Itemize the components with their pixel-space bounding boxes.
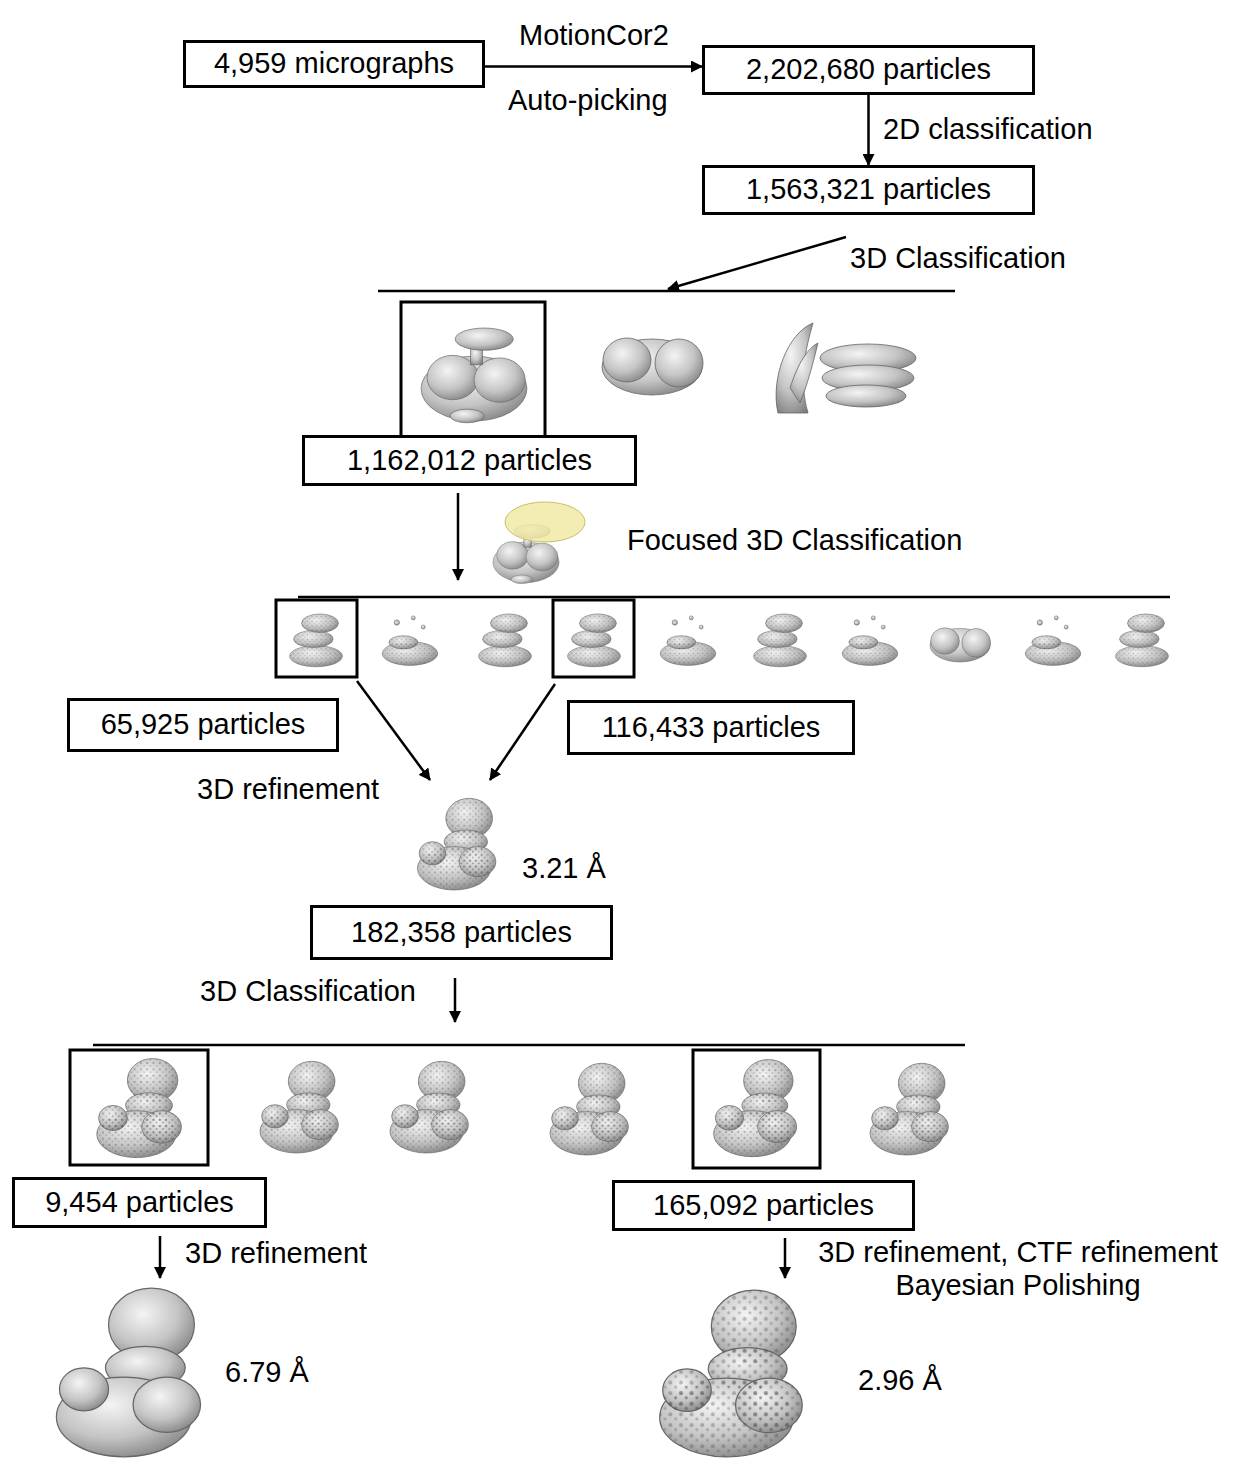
- step-label: 3D refinement, CTF refinement Bayesian P…: [800, 1236, 1236, 1303]
- selection-box: [401, 302, 545, 455]
- process-box: 4,959 micrographs: [183, 40, 485, 88]
- class-bar: [298, 596, 1170, 599]
- class-thumbnail: [1025, 616, 1080, 666]
- process-box: 182,358 particles: [310, 905, 613, 960]
- process-box: 1,563,321 particles: [702, 165, 1035, 215]
- density-map: [776, 323, 916, 413]
- flow-arrow: [485, 65, 702, 68]
- process-box: 1,162,012 particles: [302, 435, 637, 486]
- class-thumbnail: [479, 614, 532, 667]
- step-label: 3D Classification: [200, 975, 416, 1008]
- flow-arrow: [784, 1238, 787, 1278]
- process-box: 2,202,680 particles: [702, 45, 1035, 95]
- process-box: 9,454 particles: [12, 1177, 267, 1228]
- edge-label: 2D classification: [883, 113, 1093, 146]
- step-label: 3D Classification: [850, 242, 1066, 275]
- flow-arrow: [159, 1236, 162, 1278]
- flow-arrow: [490, 684, 555, 780]
- class-thumbnail: [290, 614, 343, 667]
- count-text: 1,563,321 particles: [746, 173, 991, 206]
- density-map: [660, 1290, 803, 1457]
- selection-box: [276, 600, 357, 677]
- class-thumbnail: [714, 1060, 797, 1157]
- count-text: 4,959 micrographs: [214, 47, 454, 80]
- flow-arrow: [357, 681, 430, 780]
- density-map: [56, 1288, 200, 1457]
- flow-arrow: [457, 493, 460, 580]
- count-text: 1,162,012 particles: [347, 444, 592, 477]
- count-text: 165,092 particles: [653, 1189, 874, 1222]
- class-thumbnail: [390, 1061, 468, 1153]
- density-map: [602, 338, 703, 395]
- flow-arrow: [454, 978, 457, 1022]
- class-thumbnail: [382, 616, 437, 666]
- step-label: 3D refinement: [197, 773, 379, 806]
- count-text: 116,433 particles: [602, 711, 821, 744]
- step-label: 6.79 Å: [225, 1356, 309, 1389]
- count-text: 2,202,680 particles: [746, 53, 991, 86]
- step-label: Focused 3D Classification: [627, 524, 962, 557]
- class-thumbnail: [870, 1063, 948, 1155]
- flow-arrow: [867, 95, 870, 165]
- step-label: Auto-picking: [508, 84, 668, 117]
- class-thumbnail: [568, 614, 621, 667]
- class-thumbnail: [550, 1063, 628, 1155]
- class-thumbnail: [97, 1059, 182, 1158]
- class-thumbnail: [260, 1061, 338, 1153]
- flow-arrow: [668, 237, 846, 289]
- selection-box: [70, 1050, 208, 1165]
- edge-label: MotionCor2: [519, 19, 669, 52]
- class-bar: [93, 1044, 965, 1047]
- process-box: 65,925 particles: [67, 698, 339, 752]
- selection-box: [553, 600, 634, 677]
- step-label: 3D refinement: [185, 1237, 367, 1270]
- step-label: 2.96 Å: [858, 1364, 942, 1397]
- class-thumbnail: [1116, 614, 1169, 667]
- class-thumbnail: [930, 628, 991, 662]
- count-text: 9,454 particles: [45, 1186, 234, 1219]
- class-thumbnail: [842, 616, 897, 666]
- process-box: 116,433 particles: [567, 700, 855, 755]
- density-map: [421, 328, 527, 423]
- class-bar: [378, 290, 955, 293]
- step-label: 3.21 Å: [522, 852, 606, 885]
- process-box: 165,092 particles: [612, 1180, 915, 1231]
- class-thumbnail: [754, 614, 807, 667]
- selection-box: [693, 1050, 820, 1168]
- class-thumbnail: [660, 616, 715, 666]
- count-text: 182,358 particles: [351, 916, 572, 949]
- focus-mask: [505, 502, 585, 542]
- density-map: [418, 798, 496, 890]
- count-text: 65,925 particles: [101, 708, 306, 741]
